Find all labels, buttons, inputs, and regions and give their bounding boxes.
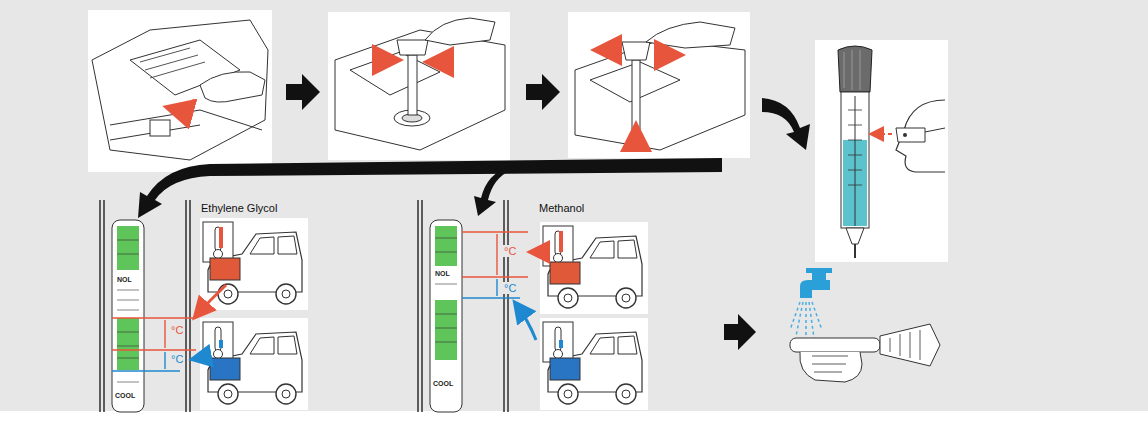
temperature-unit: °C: [503, 282, 517, 294]
panel-heading: Ethylene Glycol: [200, 202, 278, 214]
scale-mark: COOL: [432, 380, 454, 388]
step-arrow: [724, 314, 756, 350]
panel-heading: Methanol: [538, 202, 585, 214]
scale-mark: NOL: [434, 270, 451, 278]
temperature-unit: °C: [170, 324, 184, 336]
scale-mark: NOL: [116, 276, 133, 284]
hot-thermometer: [219, 227, 223, 248]
hot-engine: [210, 258, 240, 280]
cold-engine: [210, 358, 240, 380]
draw-coolant-step: [568, 12, 750, 158]
cold-engine: [550, 358, 580, 380]
hot-engine: [550, 262, 580, 284]
open-hood-step: [88, 10, 272, 172]
step-arrow: [286, 74, 320, 110]
hydrometer-scale-methanol: [418, 200, 528, 412]
rinse-hydrometer-step: [790, 268, 940, 382]
remove-cap-step: [328, 12, 510, 160]
temperature-unit: °C: [170, 353, 184, 365]
step-arrow: [526, 74, 560, 110]
scale-mark: COOL: [114, 392, 136, 400]
temperature-unit: °C: [503, 245, 517, 257]
return-arrow: [138, 158, 722, 218]
return-arrow: [474, 166, 520, 216]
read-hydrometer-step: [815, 40, 948, 262]
cold-thermometer: [219, 340, 223, 348]
step-arrow: [762, 98, 810, 150]
hydrometer-scale-ethylene: [100, 200, 196, 412]
